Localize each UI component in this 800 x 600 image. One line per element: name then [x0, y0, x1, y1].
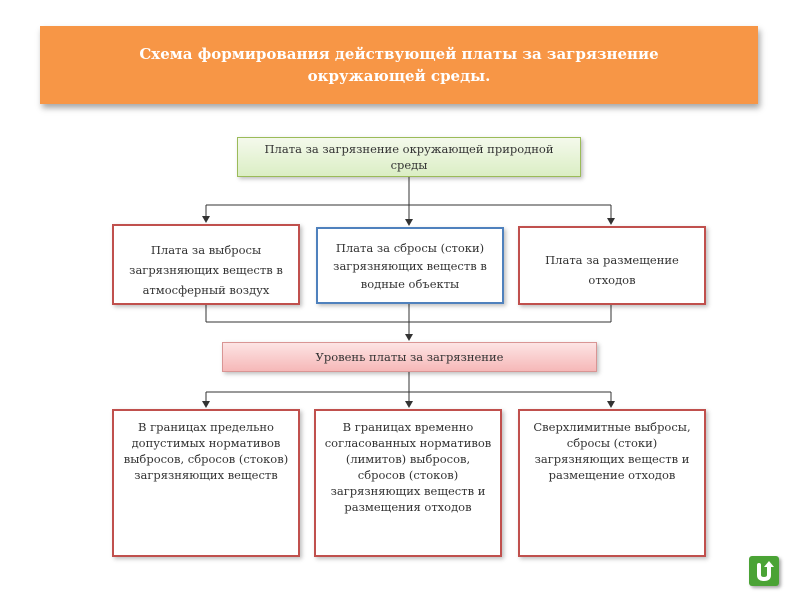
water-discharge-label: Плата за сбросы (стоки) загрязняющих вещ… [333, 241, 487, 291]
return-button[interactable] [749, 556, 779, 586]
waste-placement-label: Плата за размещение отходов [545, 253, 679, 287]
within-limits-box: В границах предельно допустимых норматив… [112, 409, 300, 557]
excess-emissions-box: Сверхлимитные выбросы, сбросы (стоки) за… [518, 409, 706, 557]
temporary-limits-label: В границах временно согласованных нормат… [324, 420, 492, 514]
fee-level-box: Уровень платы за загрязнение [222, 342, 597, 372]
root-box: Плата за загрязнение окружающей природно… [237, 137, 581, 177]
water-discharge-box: Плата за сбросы (стоки) загрязняющих вещ… [316, 227, 504, 304]
title-banner: Схема формирования действующей платы за … [40, 26, 758, 104]
air-emissions-box: Плата за выбросы загрязняющих веществ в … [112, 224, 300, 305]
fee-level-label: Уровень платы за загрязнение [315, 350, 504, 364]
slide-title: Схема формирования действующей платы за … [139, 45, 659, 85]
temporary-limits-box: В границах временно согласованных нормат… [314, 409, 502, 557]
excess-emissions-label: Сверхлимитные выбросы, сбросы (стоки) за… [533, 420, 691, 482]
waste-placement-box: Плата за размещение отходов [518, 226, 706, 305]
air-emissions-label: Плата за выбросы загрязняющих веществ в … [129, 243, 283, 297]
within-limits-label: В границах предельно допустимых норматив… [123, 420, 289, 482]
root-box-label: Плата за загрязнение окружающей природно… [264, 142, 554, 172]
return-arrow-icon [757, 561, 774, 582]
